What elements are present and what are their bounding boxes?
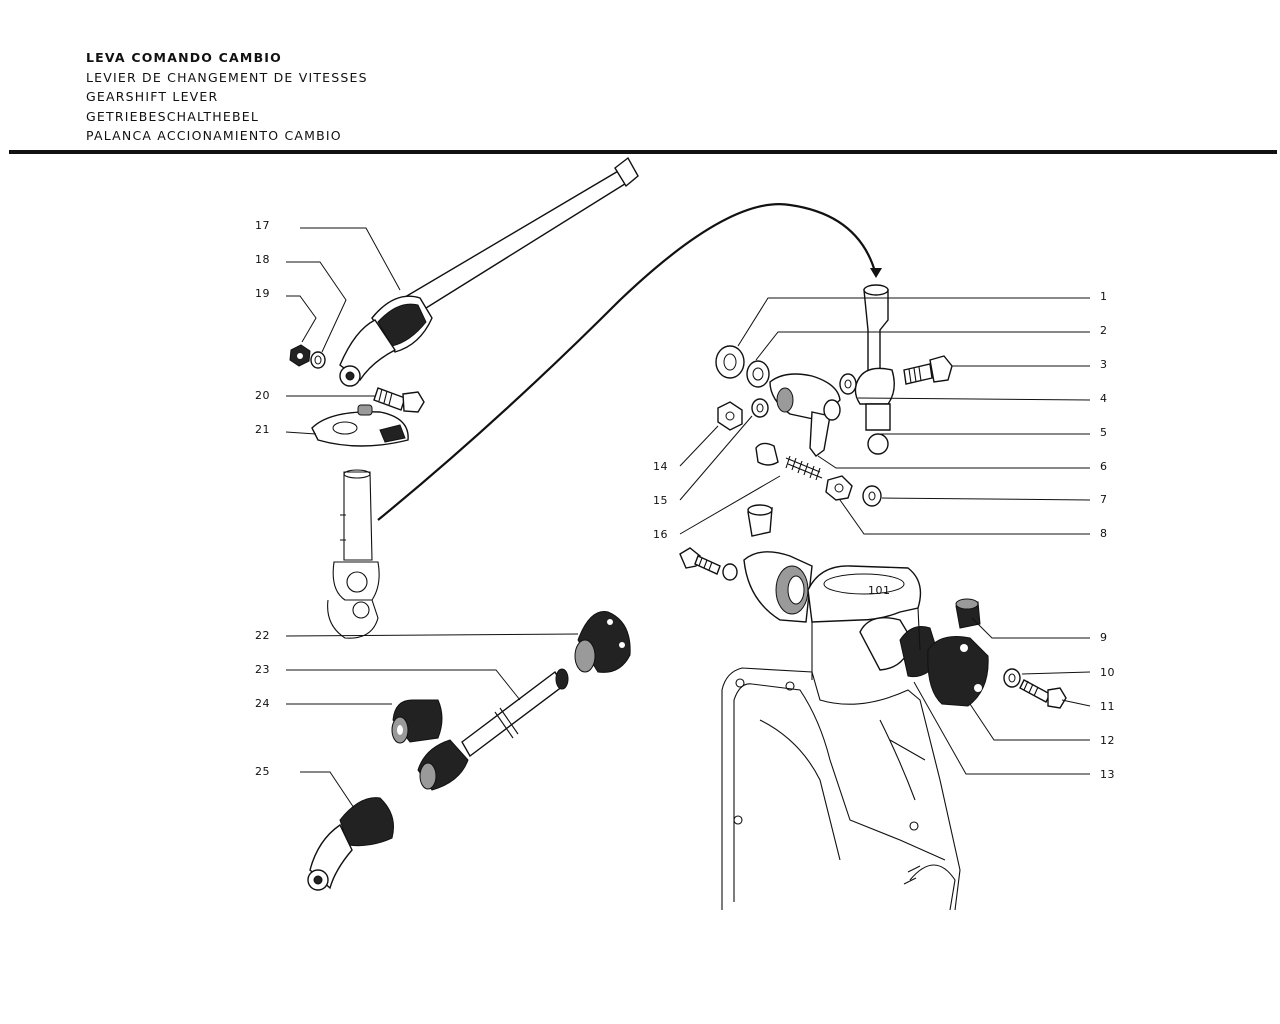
part-17-gearshift-lever <box>339 156 639 387</box>
part-20-bolt <box>373 387 425 413</box>
part-4-washer <box>839 373 857 395</box>
part-8-nut <box>825 475 853 501</box>
part-10-washer <box>1003 668 1021 688</box>
label-11: 11 <box>1100 700 1115 713</box>
title-german: GETRIEBESCHALTHEBEL <box>86 108 259 124</box>
part-12-cover <box>927 636 989 707</box>
housing-bolt-left <box>679 547 738 581</box>
gearbox-housing-body <box>721 607 961 911</box>
label-8: 8 <box>1100 527 1108 540</box>
label-2: 2 <box>1100 324 1108 337</box>
label-4: 4 <box>1100 392 1108 405</box>
housing-flange-left <box>743 551 813 623</box>
label-1: 1 <box>1100 290 1108 303</box>
label-14: 14 <box>653 460 668 473</box>
label-24: 24 <box>255 697 270 710</box>
part-19-nut <box>289 344 311 367</box>
label-16: 16 <box>653 528 668 541</box>
part-24-bushing <box>391 699 443 744</box>
label-18: 18 <box>255 253 270 266</box>
gearbox-housing-top: 101 <box>807 565 922 623</box>
label-9: 9 <box>1100 631 1108 644</box>
part-14-nut <box>717 401 743 431</box>
label-13: 13 <box>1100 768 1115 781</box>
header-rule <box>9 150 1277 154</box>
title-spanish: PALANCA ACCIONAMIENTO CAMBIO <box>86 128 342 144</box>
part-1-selector-arm <box>854 284 895 455</box>
label-23: 23 <box>255 663 270 676</box>
part-6-lever-block <box>769 373 841 457</box>
label-20: 20 <box>255 389 270 402</box>
title-english: GEARSHIFT LEVER <box>86 89 219 105</box>
part-23-pin <box>417 668 569 791</box>
arrow-head-icon <box>870 268 882 278</box>
part-18-washer <box>310 351 326 369</box>
title-block: LEVA COMANDO CAMBIO LEVIER DE CHANGEMENT… <box>86 48 368 146</box>
label-15: 15 <box>653 494 668 507</box>
assembly-arrow-line <box>377 203 878 521</box>
part-15-washer <box>751 398 769 418</box>
part-number-labels: 17 18 19 20 21 22 23 24 25 1 2 3 4 5 6 7… <box>255 219 1115 781</box>
part-2-washers <box>715 345 770 388</box>
label-10: 10 <box>1100 666 1115 679</box>
label-25: 25 <box>255 765 270 778</box>
title-italian: LEVA COMANDO CAMBIO <box>86 50 282 65</box>
part-25-lever-end <box>307 797 394 891</box>
title-french: LEVIER DE CHANGEMENT DE VITESSES <box>86 69 368 85</box>
part-16-spring <box>755 442 823 481</box>
label-6: 6 <box>1100 460 1108 473</box>
label-22: 22 <box>255 629 270 642</box>
selector-shaft-outline <box>327 469 380 639</box>
label-17: 17 <box>255 219 270 232</box>
part-9-bushing <box>955 598 981 629</box>
part-3-bolt <box>903 355 953 385</box>
bushing-above-housing <box>747 504 773 537</box>
part-7-washer <box>862 485 882 507</box>
housing-marking: 101 <box>868 584 891 597</box>
leader-lines <box>285 227 1091 809</box>
label-5: 5 <box>1100 426 1108 439</box>
label-3: 3 <box>1100 358 1108 371</box>
label-19: 19 <box>255 287 270 300</box>
label-21: 21 <box>255 423 270 436</box>
label-12: 12 <box>1100 734 1115 747</box>
part-21-selector-plate <box>311 404 409 447</box>
part-22-cap <box>574 611 631 673</box>
label-7: 7 <box>1100 493 1108 506</box>
part-11-bolt <box>1019 679 1067 709</box>
